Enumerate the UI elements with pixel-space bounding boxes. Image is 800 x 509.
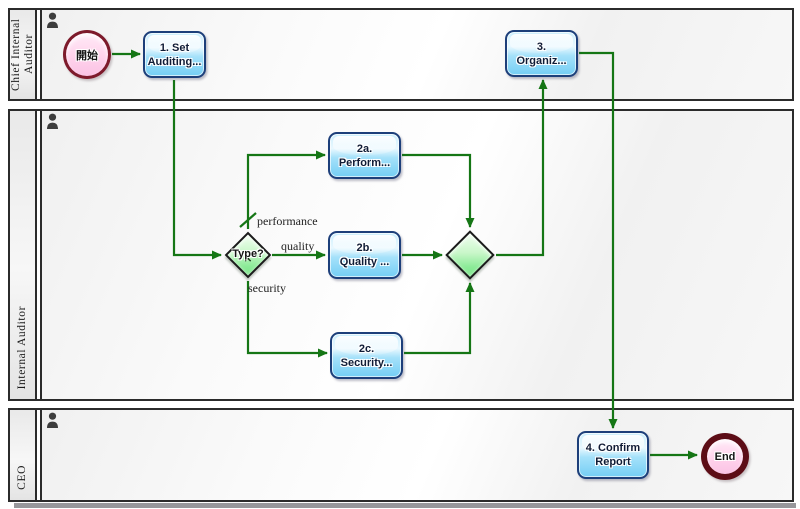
lane-title: Chief Internal Auditor bbox=[10, 18, 35, 91]
task-2b-quality[interactable]: 2b. Quality ... bbox=[328, 231, 401, 279]
task-label-line1: 2b. bbox=[356, 242, 373, 254]
lane-chief-internal-auditor: Chief Internal Auditor bbox=[8, 8, 794, 101]
person-icon bbox=[46, 113, 59, 135]
task-label-line1: 1. Set bbox=[159, 41, 190, 54]
task-label-line2: Security... bbox=[340, 356, 393, 369]
task-label-line2: Perform... bbox=[338, 156, 391, 169]
lane-ceo: CEO bbox=[8, 408, 794, 502]
xor-marker-icon: ✕ bbox=[243, 254, 253, 265]
start-event[interactable]: 開始 bbox=[63, 30, 111, 79]
gateway-label: Type? bbox=[232, 247, 264, 260]
gateway-type-split[interactable]: ✕ Type? bbox=[224, 231, 272, 279]
task-label-line1: 3. bbox=[536, 40, 547, 53]
start-event-label: 開始 bbox=[76, 49, 98, 62]
task-2c-security[interactable]: 2c. Security... bbox=[330, 332, 403, 379]
lane-label-internal-auditor[interactable]: Internal Auditor bbox=[10, 111, 37, 399]
task-label-line1: 2a. bbox=[356, 142, 373, 155]
edge-label-security: security bbox=[248, 281, 286, 295]
person-icon bbox=[46, 412, 59, 434]
task-label-line2: Auditing... bbox=[147, 55, 202, 68]
lane-label-ceo[interactable]: CEO bbox=[10, 410, 37, 500]
task-3-organize[interactable]: 3. Organiz... bbox=[505, 30, 578, 77]
lane-divider bbox=[37, 10, 40, 99]
edge-label-performance: performance bbox=[257, 214, 318, 228]
person-icon bbox=[46, 12, 59, 34]
gateway-merge[interactable] bbox=[445, 230, 495, 280]
task-label-line2: Organiz... bbox=[516, 54, 567, 67]
task-label-line2: Quality ... bbox=[339, 256, 390, 268]
pool-drop-shadow bbox=[14, 503, 796, 508]
lane-title: CEO bbox=[16, 465, 28, 490]
lane-body-internal-auditor bbox=[40, 111, 792, 399]
task-label-line1: 2c. bbox=[358, 342, 375, 355]
gateway-diamond bbox=[445, 230, 495, 280]
lane-title: Internal Auditor bbox=[16, 305, 28, 389]
edge-label-quality: quality bbox=[281, 239, 315, 253]
task-1-set-auditing[interactable]: 1. Set Auditing... bbox=[143, 31, 206, 78]
lane-label-chief-internal-auditor[interactable]: Chief Internal Auditor bbox=[10, 10, 37, 99]
task-4-confirm-report[interactable]: 4. Confirm Report bbox=[577, 431, 649, 479]
task-label-line2: Report bbox=[595, 456, 631, 468]
task-2a-perform[interactable]: 2a. Perform... bbox=[328, 132, 401, 179]
end-event[interactable]: End bbox=[701, 433, 749, 480]
end-event-label: End bbox=[714, 450, 736, 463]
lane-body-ceo bbox=[40, 410, 792, 500]
lane-divider bbox=[37, 410, 40, 500]
task-label-line1: 4. Confirm bbox=[585, 442, 641, 454]
lane-divider bbox=[37, 111, 40, 399]
